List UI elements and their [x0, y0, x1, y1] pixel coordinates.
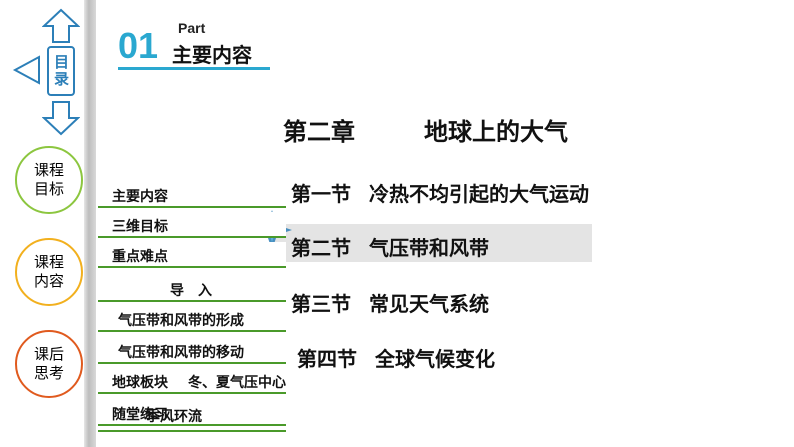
submenu-label: 随堂练习	[112, 407, 168, 423]
submenu-item-overlap-1[interactable]: 地球板块 冬、夏气压中心	[98, 368, 286, 394]
submenu-bottom-line	[98, 430, 286, 432]
course-content-label: 课程内容	[33, 253, 64, 290]
part-number: 01	[118, 25, 159, 66]
submenu-item-3d-goals[interactable]: 三维目标	[98, 212, 286, 238]
chapter-number: 第二章	[283, 118, 355, 146]
after-class-button[interactable]: 课后思考	[15, 330, 83, 398]
section-highlight	[270, 224, 592, 262]
section-1[interactable]: 第一节冷热不均引起的大气运动	[291, 178, 589, 207]
section-3-title: 常见天气系统	[369, 292, 489, 316]
section-4-num: 第四节	[297, 347, 357, 371]
submenu-label: 重点难点	[112, 249, 168, 265]
left-triangle-icon[interactable]	[12, 54, 42, 86]
course-content-button[interactable]: 课程内容	[15, 238, 83, 306]
header-underline	[118, 67, 270, 70]
submenu-item-movement[interactable]: 气压带和风带的移动	[98, 338, 286, 364]
submenu-label: 三维目标	[112, 219, 168, 235]
section-1-num: 第一节	[291, 182, 351, 206]
submenu-label: 主要内容	[112, 189, 168, 205]
down-arrow-icon[interactable]	[42, 100, 80, 136]
section-3-num: 第三节	[291, 292, 351, 316]
section-4[interactable]: 第四节全球气候变化	[297, 343, 495, 372]
toc-button[interactable]: 目录	[47, 46, 75, 96]
submenu-label: 冬、夏气压中心	[188, 375, 286, 391]
submenu-label: 气压带和风带的移动	[118, 345, 244, 361]
submenu-label: 地球板块	[112, 375, 168, 391]
section-3[interactable]: 第三节常见天气系统	[291, 288, 489, 317]
submenu-item-overlap-2[interactable]: 随堂练习 季风环流	[98, 400, 286, 426]
submenu-label: 季风环流	[146, 409, 202, 425]
section-4-title: 全球气候变化	[375, 347, 495, 371]
part-label: Part	[178, 20, 206, 36]
submenu-item-key-points[interactable]: 重点难点	[98, 242, 286, 268]
chapter-title: 地球上的大气	[424, 118, 568, 146]
after-class-label: 课后思考	[33, 345, 64, 382]
submenu-label: 气压带和风带的形成	[118, 313, 244, 329]
submenu-item-formation[interactable]: 气压带和风带的形成	[98, 306, 286, 332]
course-goal-label: 课程目标	[33, 161, 64, 198]
submenu-item-main-content[interactable]: 主要内容	[98, 182, 286, 208]
up-arrow-icon[interactable]	[42, 8, 80, 44]
section-2[interactable]: 第二节气压带和风带	[291, 232, 489, 261]
submenu-label: 导 入	[170, 283, 212, 299]
section-1-title: 冷热不均引起的大气运动	[369, 182, 589, 206]
section-2-num: 第二节	[291, 236, 351, 260]
submenu-item-intro[interactable]: 导 入	[98, 276, 286, 302]
part-subtitle: 主要内容	[172, 43, 252, 67]
section-2-title: 气压带和风带	[369, 236, 489, 260]
course-goal-button[interactable]: 课程目标	[15, 146, 83, 214]
rail-divider	[84, 0, 96, 447]
